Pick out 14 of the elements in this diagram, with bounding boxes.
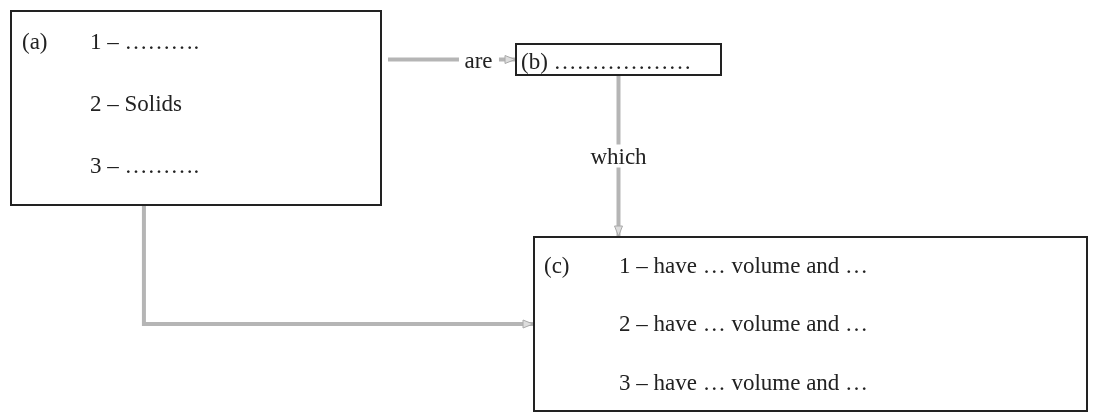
arrow: [141, 206, 534, 329]
part-label: (a): [22, 30, 48, 53]
box-text: (b) ………………: [521, 50, 692, 73]
process-box: [533, 236, 1088, 412]
arrow: [614, 76, 623, 237]
process-box: [515, 43, 722, 76]
box-text: 1 – have … volume and …: [619, 254, 869, 277]
part-label: (c): [544, 254, 570, 277]
box-text: 1 – ……….: [90, 30, 200, 53]
box-text: 3 – have … volume and …: [619, 371, 869, 394]
box-text: 3 – ……….: [90, 154, 200, 177]
box-text: 2 – have … volume and …: [619, 312, 869, 335]
box-text: 2 – Solids: [90, 92, 183, 115]
process-box: [10, 10, 382, 206]
